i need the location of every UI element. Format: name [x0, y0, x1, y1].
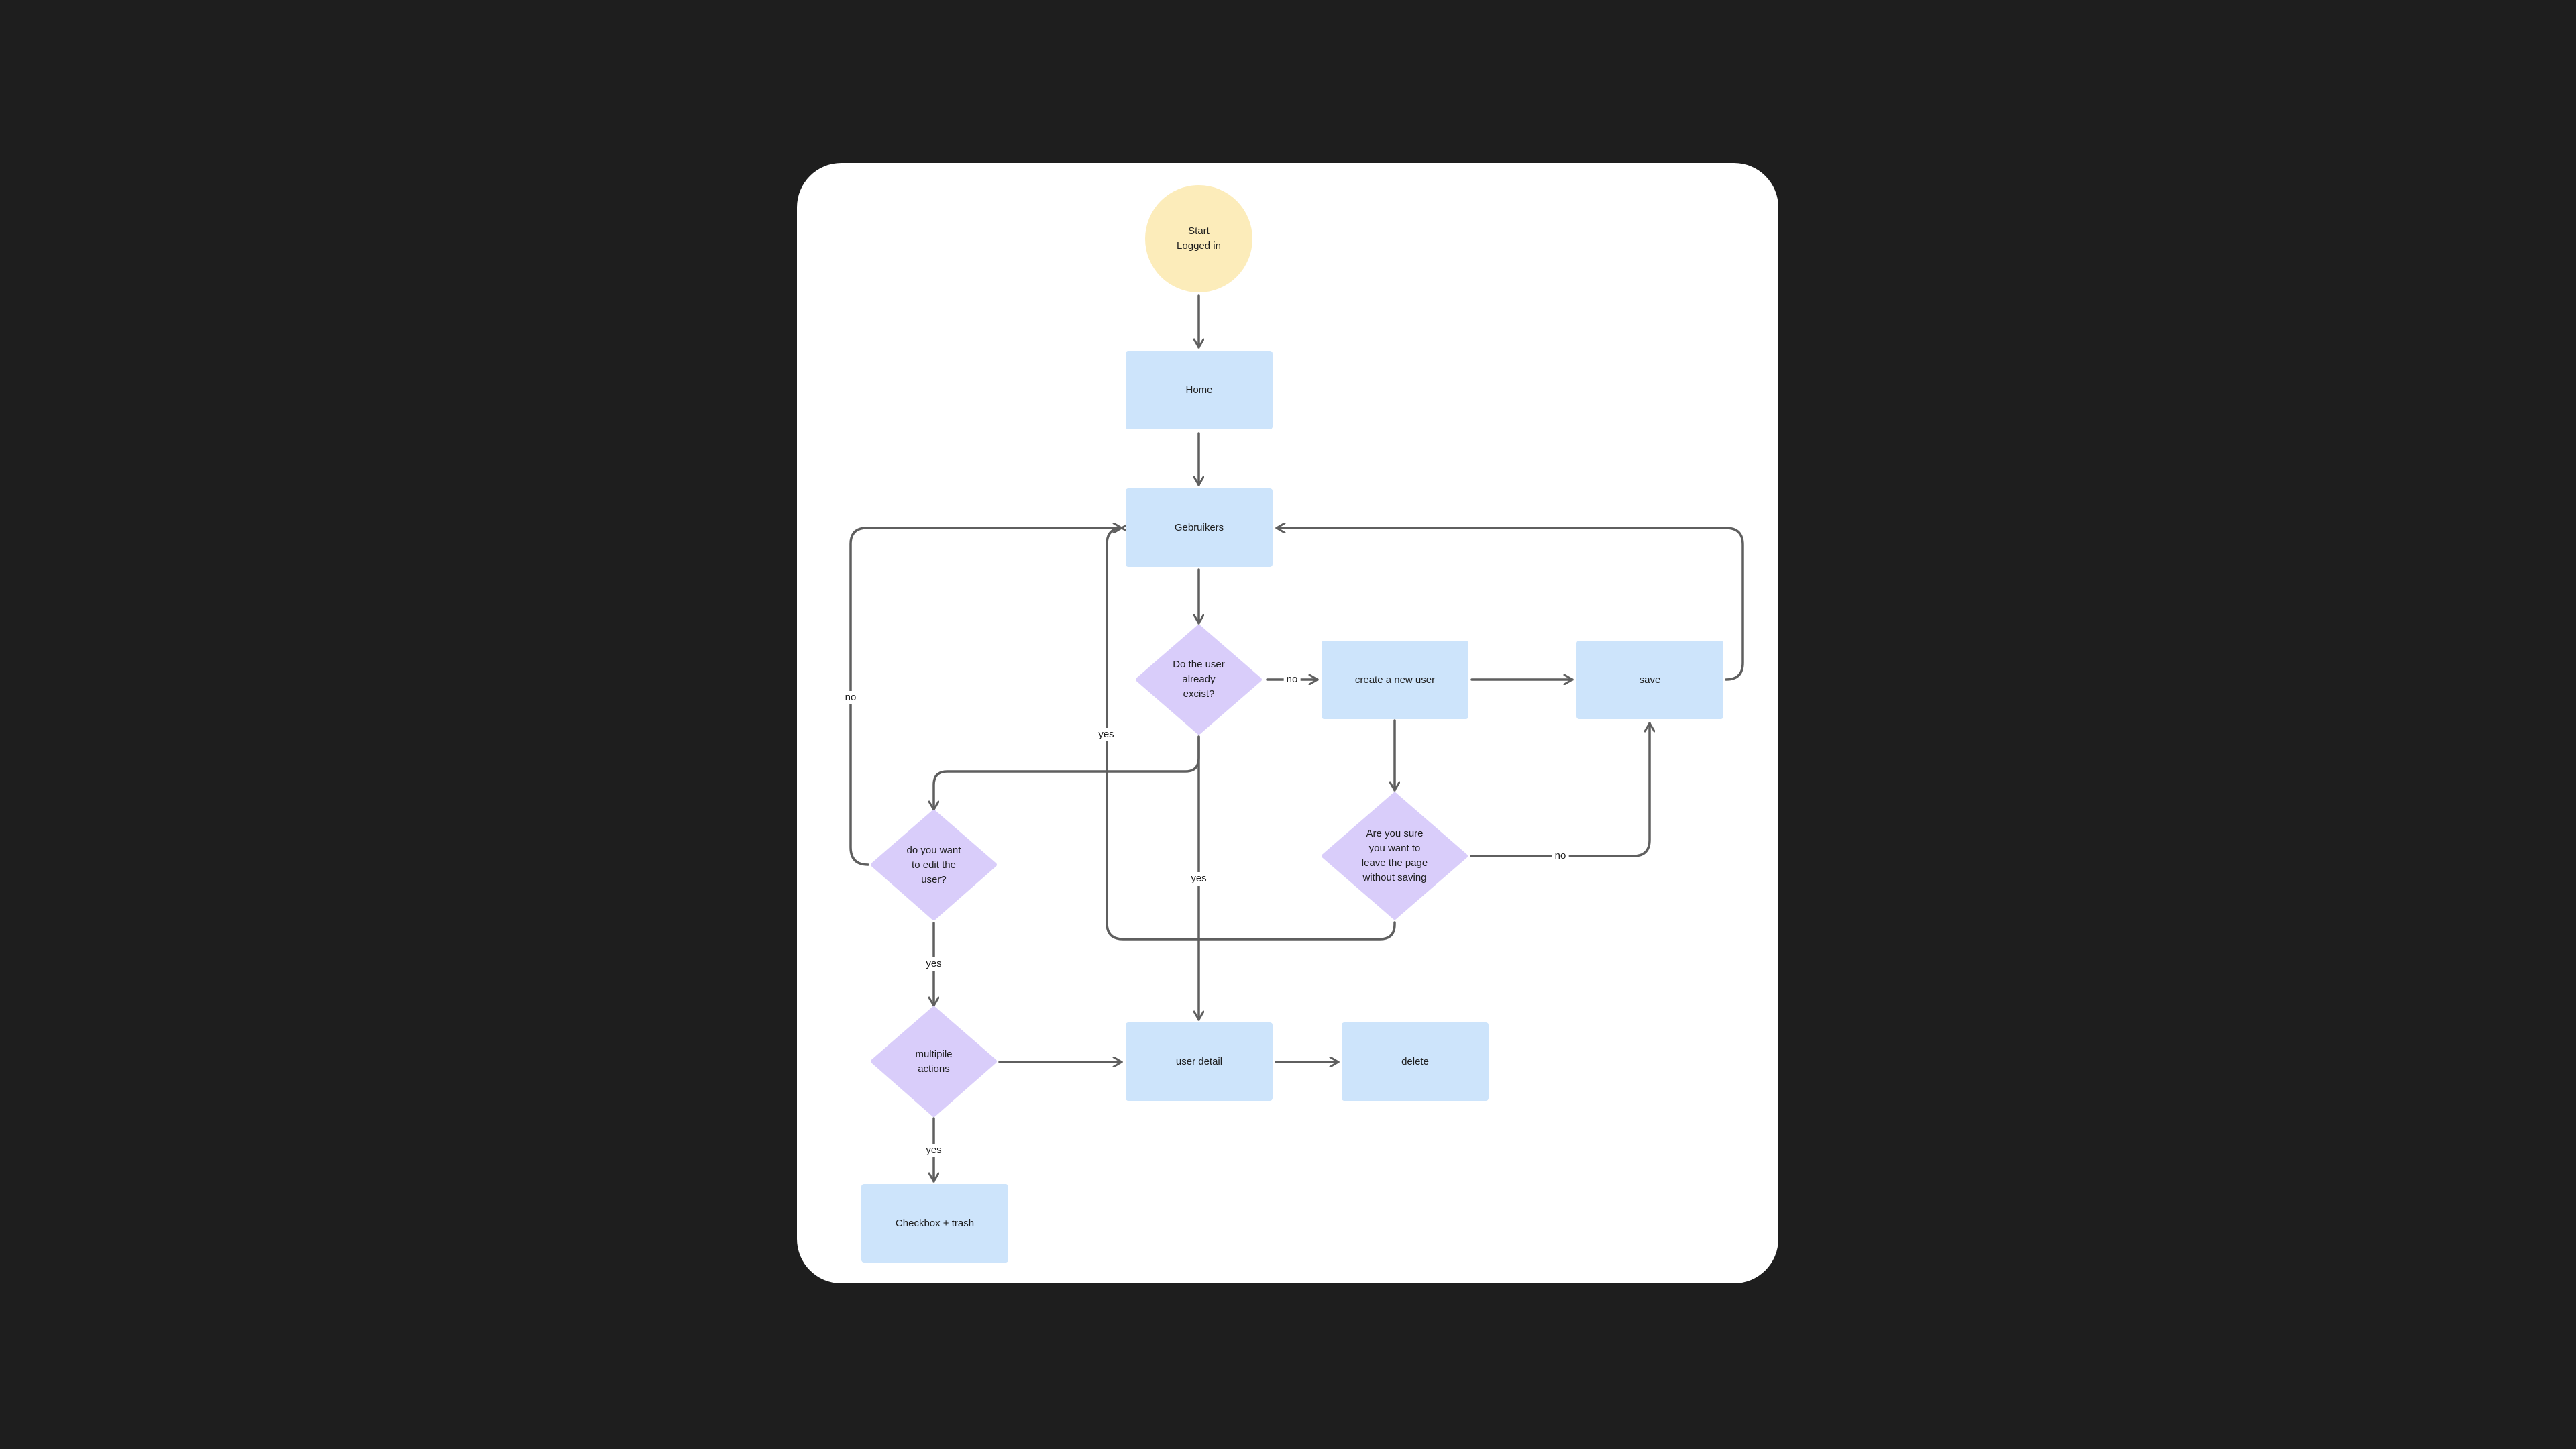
edge-label-leave-yes: yes	[1095, 728, 1117, 741]
gebruikers-label: Gebruikers	[1174, 521, 1224, 533]
diamond-shape	[1136, 625, 1262, 735]
multiple-actions-decision: multipile actions	[870, 1006, 998, 1117]
diamond-shape	[871, 810, 997, 920]
connector-save-to-gebruikers	[1275, 528, 1744, 681]
delete-label: delete	[1401, 1055, 1429, 1067]
home-node: Home	[1126, 351, 1273, 429]
edge-label-edit-yes: yes	[923, 957, 945, 971]
edit-user-label: do you want to edit the user?	[906, 844, 961, 885]
user-detail-label: user detail	[1175, 1055, 1223, 1067]
edge-label-exists-no: no	[1283, 673, 1301, 686]
save-node: save	[1576, 641, 1723, 719]
leave-page-decision: Are you sure you want to leave the page …	[1321, 792, 1468, 920]
edge-label-edit-no: no	[842, 691, 859, 704]
connector-edit-no-to-gebruikers	[849, 528, 1123, 866]
edit-user-decision: do you want to edit the user?	[870, 810, 998, 920]
gebruikers-node: Gebruikers	[1126, 488, 1273, 567]
flowchart-board	[797, 163, 1778, 1283]
diamond-shape	[871, 1006, 997, 1117]
start-node: Start Logged in	[1145, 185, 1252, 292]
user-exists-label: Do the user already excist?	[1173, 659, 1225, 700]
multiple-actions-label: multipile actions	[915, 1048, 953, 1075]
create-new-user-node: create a new user	[1322, 641, 1468, 719]
start-label: Start Logged in	[1177, 225, 1221, 252]
user-exists-decision: Do the user already excist?	[1135, 625, 1263, 735]
diamond-shape	[1322, 792, 1468, 920]
leave-page-label: Are you sure you want to leave the page …	[1361, 828, 1428, 883]
save-label: save	[1639, 674, 1661, 686]
create-new-user-label: create a new user	[1354, 674, 1436, 686]
user-detail-node: user detail	[1126, 1022, 1273, 1101]
edge-label-exists-yes: yes	[1188, 872, 1210, 885]
checkbox-trash-label: Checkbox + trash	[895, 1217, 975, 1229]
connector-leave-no-to-save	[1470, 722, 1650, 857]
delete-node: delete	[1342, 1022, 1489, 1101]
connector-leave-yes-to-gebruikers	[1106, 528, 1396, 941]
connector-exists-to-edit-question	[934, 735, 1200, 811]
edge-label-multiple-yes: yes	[923, 1144, 945, 1157]
edge-label-leave-no: no	[1552, 849, 1569, 863]
checkbox-trash-node: Checkbox + trash	[861, 1184, 1008, 1263]
home-label: Home	[1185, 384, 1213, 396]
